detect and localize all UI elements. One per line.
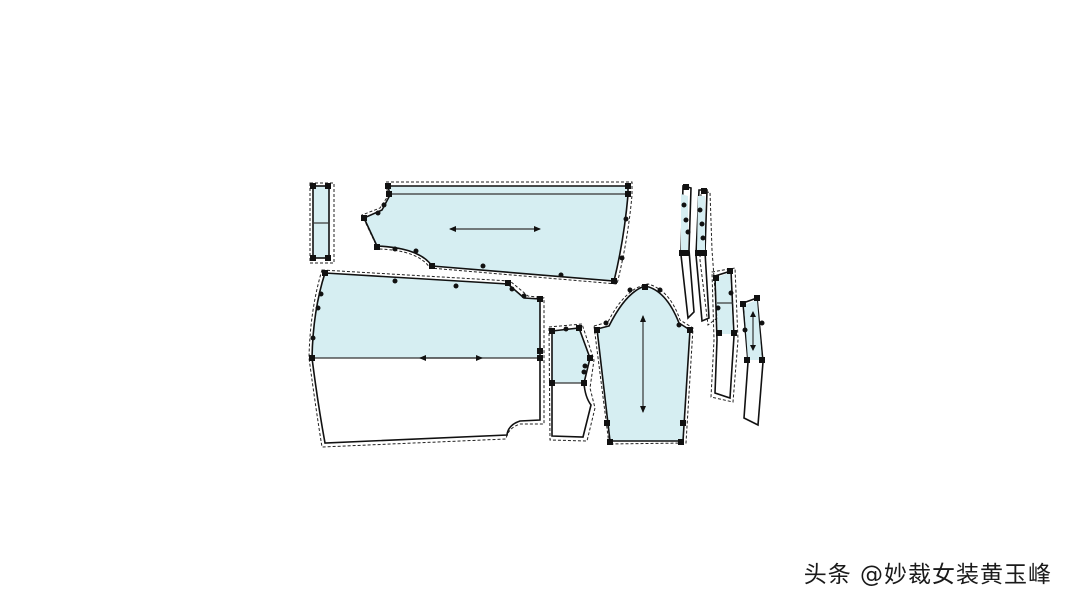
back-bodice-piece xyxy=(361,181,633,285)
watermark-text: 头条 @妙裁女装黄玉峰 xyxy=(803,562,1052,588)
cuff-strip-pieces xyxy=(679,184,765,427)
facing-piece xyxy=(548,323,596,442)
collar-strip-piece xyxy=(309,182,335,264)
front-bodice-piece xyxy=(308,269,545,448)
sleeve-piece xyxy=(593,283,694,445)
